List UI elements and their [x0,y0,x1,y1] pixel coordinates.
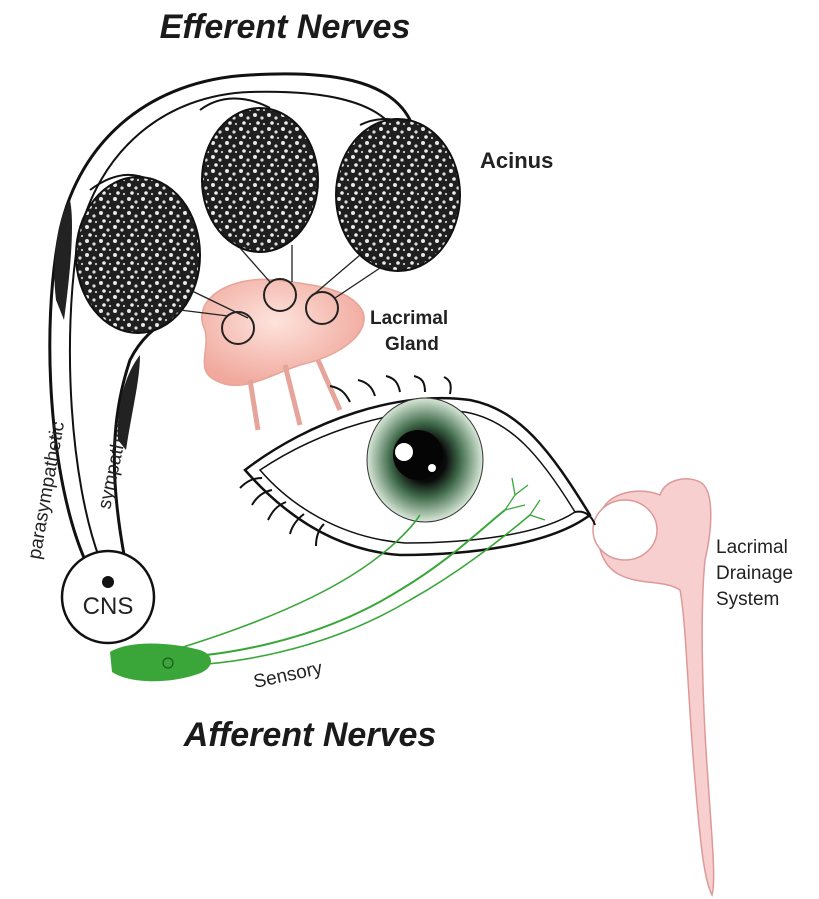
parasympathetic-ganglion [54,200,72,320]
sensory-ganglion [110,644,211,682]
label-sensory: Sensory [252,658,325,693]
title-afferent-nerves: Afferent Nerves [183,716,437,754]
cns-nucleus [102,576,114,588]
label-cns: CNS [83,593,134,620]
acinus-connector-3b [335,268,380,298]
label-lacrimal-gland-line1: Lacrimal [370,308,448,329]
acinus-circle-middle [202,108,318,252]
acinus-connector-2a [240,248,270,282]
eye-highlight-small [428,464,436,472]
label-lacrimal-gland-line2: Gland [385,334,439,355]
eye-highlight-large [395,443,413,461]
label-acinus: Acinus [480,148,553,173]
label-sympathetic: sympathetic [94,408,136,512]
title-efferent-nerves: Efferent Nerves [160,8,411,46]
acinus-connector-3a [312,255,360,296]
acinus-circle-right [336,119,460,271]
gland-duct-3 [318,360,340,410]
label-lacrimal-drainage-line3: System [716,589,779,610]
lacrimal-sac-opening [593,500,657,560]
label-lacrimal-drainage-line2: Drainage [716,563,793,584]
label-lacrimal-drainage-line1: Lacrimal [716,537,788,558]
gland-duct-2 [285,365,300,425]
gland-duct-1 [250,380,258,430]
